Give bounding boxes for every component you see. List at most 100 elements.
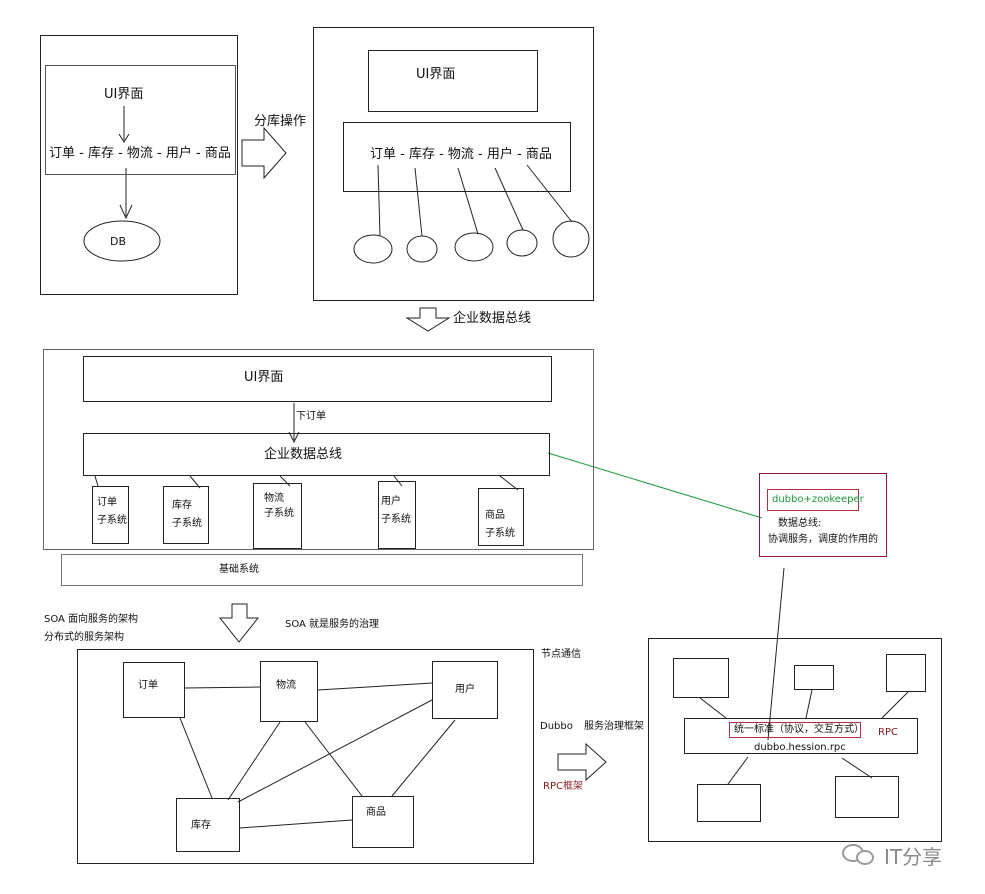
p3-subsystem-order-l2: 子系统 [97, 515, 127, 526]
p4-node-product [352, 796, 414, 848]
p3-subsystem-logistics-l1: 物流 [264, 493, 284, 504]
p2-circle-1 [353, 234, 393, 264]
p4-node-order [123, 662, 185, 718]
p3-subsystem-product [478, 488, 524, 546]
p4-node-product-label: 商品 [366, 807, 386, 818]
p4-node-inventory-label: 库存 [191, 820, 211, 831]
panel-monolith [40, 35, 238, 295]
arrow1-label: 分库操作 [254, 114, 307, 129]
panel-esb [43, 349, 594, 550]
p5-rpc-label: RPC [878, 727, 898, 738]
p3-subsystem-user-l1: 用户 [381, 496, 401, 507]
p3-conn-3 [279, 475, 291, 487]
watermark: IT分享 [842, 840, 942, 870]
p4-link-user-product [391, 719, 456, 797]
p3-subsystem-user [378, 481, 416, 549]
callout-box [759, 473, 887, 557]
panel-soa [77, 649, 534, 864]
p3-subsystem-inventory-l2: 子系统 [172, 518, 202, 529]
p3-subsystem-order [92, 486, 129, 544]
p5-standard-box [684, 718, 918, 754]
p5-box-top-left [673, 658, 729, 698]
p4-link-order-logistics [184, 686, 261, 689]
callout-title-box [767, 489, 859, 511]
p5-conn-3 [881, 691, 909, 719]
p1-chain-label: 订单 - 库存 - 物流 - 用户 - 商品 [49, 146, 231, 161]
p4-link-user-inventory [237, 699, 433, 803]
arrowhead-ui-to-chain [118, 133, 130, 143]
p4-node-logistics [260, 661, 318, 722]
callout-line1: 数据总线: [778, 518, 822, 529]
p2-circle-5 [552, 220, 590, 258]
p3-conn-1 [94, 475, 99, 487]
p4-node-user [432, 661, 498, 719]
p2-line-3 [457, 167, 479, 235]
rpc-framework-label: RPC框架 [543, 781, 583, 792]
panel-dubbo [648, 638, 942, 842]
p3-subsystem-logistics-l2: 子系统 [264, 508, 294, 519]
callout-title: dubbo+zookeeper [772, 494, 864, 505]
p2-circle-3 [454, 232, 494, 262]
p2-circle-2 [406, 235, 438, 263]
soa-line2: 分布式的服务架构 [44, 632, 124, 643]
p4-link-logistics-product [304, 721, 363, 797]
p4-node-logistics-label: 物流 [276, 680, 296, 691]
dubbo-label: Dubbo [540, 721, 573, 732]
watermark-text: IT分享 [884, 844, 943, 869]
p4-node-inventory [176, 798, 240, 852]
p3-order-label: 下订单 [296, 411, 326, 422]
p1-ui-label: UI界面 [104, 87, 144, 102]
p5-standard-inner [729, 722, 861, 738]
soa-line1: SOA 面向服务的架构 [44, 614, 139, 625]
framework-label: 服务治理框架 [584, 721, 644, 732]
panel-sharding [313, 27, 594, 301]
p3-conn-5 [499, 475, 519, 491]
p3-base-label: 基础系统 [219, 564, 259, 575]
p2-ui-label: UI界面 [416, 67, 456, 82]
p5-box-top-mid [794, 665, 834, 690]
p5-conn-4 [727, 756, 749, 785]
arrowhead-chain-to-db [119, 204, 133, 220]
p3-subsystem-order-l1: 订单 [97, 497, 117, 508]
p4-link-order-inventory [179, 717, 213, 799]
arrow2-label: 企业数据总线 [453, 311, 532, 326]
p4-link-logistics-user [317, 682, 433, 691]
p2-line-1 [377, 164, 381, 237]
p4-node-user-label: 用户 [455, 684, 475, 695]
p3-subsystem-logistics [253, 483, 302, 549]
p2-line-5 [526, 164, 573, 223]
p4-link-inventory-product [239, 819, 353, 829]
p2-chain-box [343, 122, 571, 192]
panel-monolith-inner [45, 65, 236, 175]
block-arrow-down-2 [218, 603, 260, 643]
soa-governance: SOA 就是服务的治理 [285, 619, 380, 630]
node-comm-label: 节点通信 [541, 649, 581, 660]
p3-base-box [61, 554, 583, 586]
db-ellipse [83, 220, 161, 262]
p5-standard-label: 统一标准（协议，交互方式） [734, 724, 864, 735]
p5-box-bottom-right [835, 776, 899, 818]
p2-line-4 [494, 167, 524, 231]
p2-circle-4 [506, 229, 538, 257]
p1-db-label: DB [110, 235, 127, 248]
p2-chain-label: 订单 - 库存 - 物流 - 用户 - 商品 [370, 147, 552, 162]
block-arrow-right-2 [557, 742, 607, 782]
p3-subsystem-inventory [163, 486, 209, 544]
callout-to-panel5 [767, 567, 785, 741]
p5-box-top-right [886, 654, 926, 692]
p3-subsystem-product-l2: 子系统 [485, 528, 515, 539]
block-arrow-right [241, 126, 287, 180]
p5-conn-1 [699, 697, 727, 719]
p5-box-bottom-left [697, 784, 761, 822]
p5-conn-5 [841, 757, 873, 779]
wechat-icon [842, 842, 878, 868]
green-link [547, 452, 763, 519]
p4-node-order-label: 订单 [138, 680, 158, 691]
p3-subsystem-inventory-l1: 库存 [172, 500, 192, 511]
p3-bus-box [83, 433, 550, 476]
p3-ui-box [83, 356, 552, 402]
p2-ui-box [368, 50, 538, 112]
p3-ui-label: UI界面 [244, 370, 284, 385]
p3-order-arrowhead [288, 431, 300, 444]
